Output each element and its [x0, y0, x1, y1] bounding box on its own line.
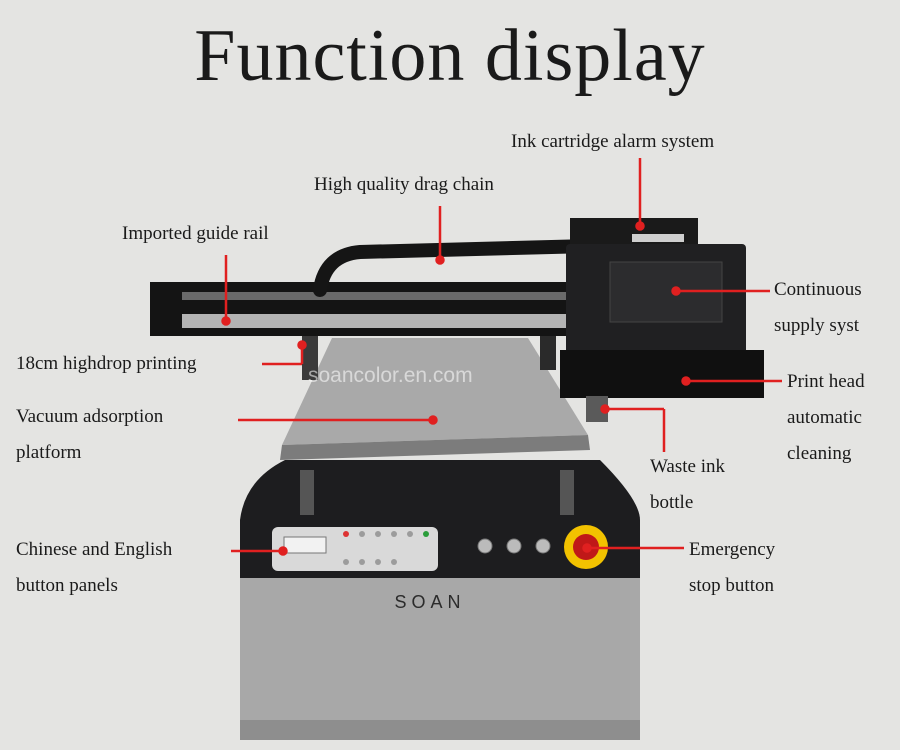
callout-print-head-cleaning: Print head automatic cleaning [787, 371, 865, 464]
callout-highdrop-printing: 18cm highdrop printing [16, 353, 197, 374]
cartridge-strip [632, 234, 684, 242]
base-cabinet [240, 575, 640, 740]
panel-display [283, 536, 327, 554]
watermark: soancolor.en.com [308, 364, 473, 387]
vacuum-platform-edge [280, 435, 590, 460]
bed-rail-left [300, 470, 314, 515]
callout-drag-chain: High quality drag chain [314, 174, 494, 195]
vacuum-platform-plate [282, 338, 588, 445]
emergency-stop-red [573, 534, 599, 560]
callout-vacuum-platform: Vacuum adsorption platform [16, 406, 164, 463]
carriage-window [609, 261, 723, 323]
carriage-base [560, 350, 764, 398]
knob-1 [477, 538, 493, 554]
guide-rail-bar [182, 314, 582, 328]
bed-rail-right [560, 470, 574, 515]
callout-emergency-stop: Emergency stop button [689, 539, 776, 596]
callout-ink-cartridge-alarm: Ink cartridge alarm system [511, 131, 715, 152]
panel-buttons [343, 531, 429, 565]
page-title: Function display [194, 15, 706, 97]
drag-chain-path [313, 239, 597, 297]
callout-waste-ink-bottle: Waste ink bottle [650, 456, 725, 513]
callout-guide-rail: Imported guide rail [122, 223, 269, 244]
waste-ink-bottle-shape [586, 396, 608, 422]
knob-3 [535, 538, 551, 554]
support-column-right [540, 330, 556, 370]
knob-2 [506, 538, 522, 554]
callout-button-panels: Chinese and English button panels [16, 539, 173, 596]
base-cabinet-shadow [240, 720, 640, 740]
callout-continuous-supply: Continuous supply syst [774, 279, 862, 336]
brand-logo-text: SOAN [394, 592, 466, 612]
guide-rail-top [182, 292, 582, 300]
